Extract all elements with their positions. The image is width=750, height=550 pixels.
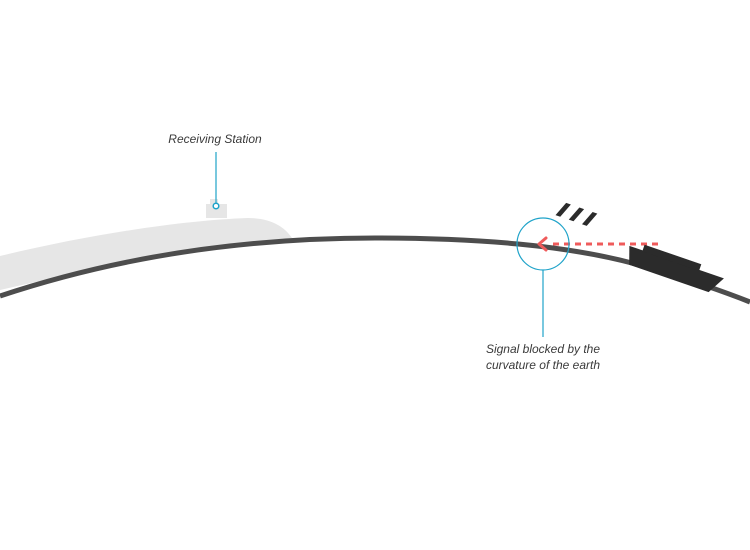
building-icon — [206, 199, 227, 218]
receiving-station-label: Receiving Station — [168, 132, 262, 146]
signal-blocked-label-line2: curvature of the earth — [485, 358, 601, 372]
station-callout-dot — [212, 202, 220, 210]
signal-blocked-label-line1: Signal blocked by the — [485, 342, 601, 356]
signal-blocked-label: Signal blocked by the curvature of the e… — [468, 341, 618, 373]
arrow-left-icon — [537, 236, 548, 252]
coverage-area — [0, 218, 292, 290]
ship-icon — [555, 202, 724, 293]
